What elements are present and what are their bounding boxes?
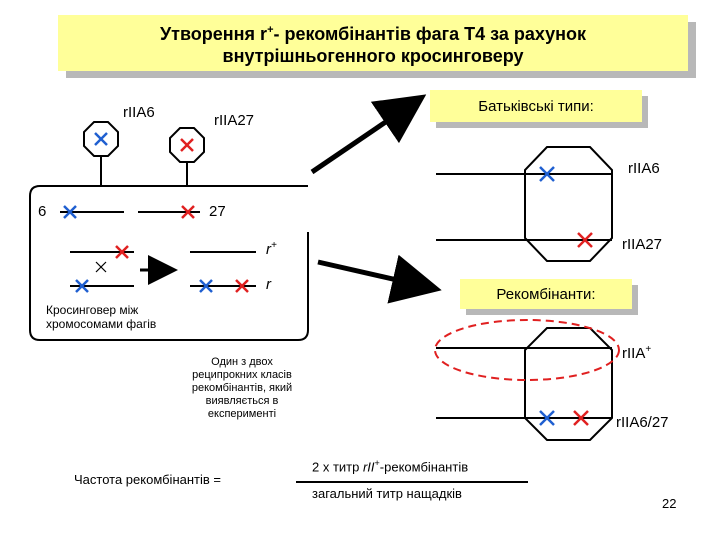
formula-denominator: загальний титр нащадків (312, 486, 462, 501)
position-27-label: 27 (209, 203, 226, 220)
formula-numerator: 2 х титр rII+-рекомбінантів (312, 458, 469, 475)
crossover-caption: Кросинговер між хромосомами фагів (46, 303, 157, 331)
red-marker-icon (181, 205, 195, 219)
page-number: 22 (662, 496, 677, 511)
arrow-to-recombinants (317, 254, 442, 304)
blue-marker-icon (75, 279, 89, 293)
red-marker-icon (180, 138, 194, 152)
phage2-label: rIIA27 (214, 112, 255, 129)
phage1-label: rIIA6 (123, 104, 155, 121)
arrow-to-parental (310, 94, 427, 175)
blue-marker-icon (199, 279, 213, 293)
parental-types-label: Батьківські типи: (478, 97, 594, 115)
crossover-point-icon (95, 261, 107, 273)
recombinant2-label: rIIA6/27 (616, 414, 669, 431)
blue-marker-icon (539, 166, 555, 182)
recombinant-note: Один з двох реципрокних класів рекомбіна… (191, 356, 293, 420)
phage-rIIA6 (83, 121, 119, 186)
blue-marker-icon (63, 205, 77, 219)
title-line-2: внутрішньогенного кросинговеру (222, 46, 524, 66)
recombinants-label: Рекомбінанти: (496, 285, 596, 303)
parental-phage-head (524, 146, 613, 262)
blue-marker-icon (539, 410, 555, 426)
formula-lhs: Частота рекомбінантів = (74, 472, 221, 487)
slide-title: Утворення r+- рекомбінантів фага Т4 за р… (58, 15, 688, 71)
position-6-label: 6 (38, 203, 47, 220)
recombinant1-label: rIIA+ (622, 344, 652, 362)
blue-marker-icon (94, 132, 108, 146)
recombinant-phage-head (524, 327, 613, 441)
title-line-1: Утворення r+- рекомбінантів фага Т4 за р… (159, 24, 587, 44)
parent1-label: rIIA6 (628, 160, 660, 177)
phage-rIIA27 (169, 127, 205, 186)
red-marker-icon (577, 232, 593, 248)
recombinants-box: Рекомбінанти: (460, 279, 632, 309)
dashed-highlight-ellipse (434, 319, 620, 381)
parent2-label: rIIA27 (622, 236, 663, 253)
parental-types-box: Батьківські типи: (430, 90, 642, 122)
red-marker-icon (235, 279, 249, 293)
red-marker-icon (115, 245, 129, 259)
red-marker-icon (573, 410, 589, 426)
crossover-panel-border (29, 185, 309, 341)
r-plus-label: r+ (266, 240, 277, 258)
r-minus-label: r (266, 276, 271, 293)
